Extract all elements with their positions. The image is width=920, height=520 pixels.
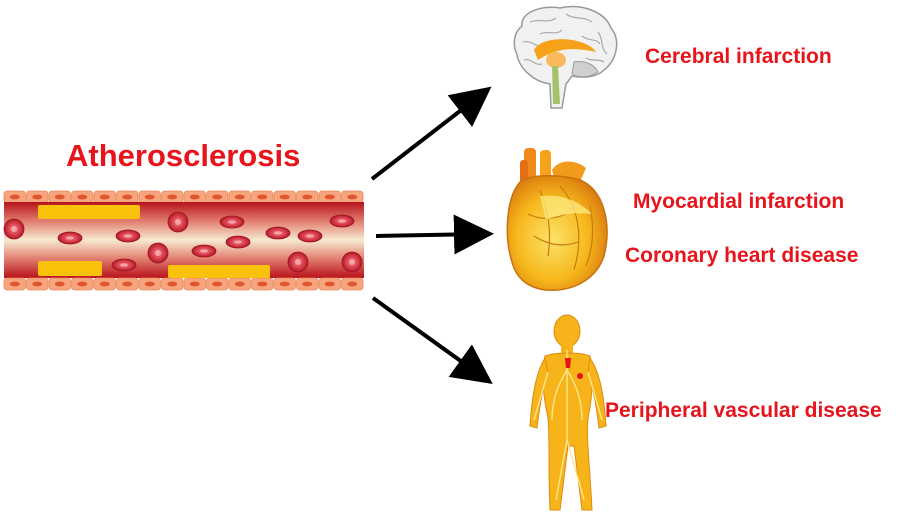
cell-nucleus xyxy=(9,194,20,200)
plaque xyxy=(168,265,270,278)
cell-nucleus xyxy=(347,281,358,287)
cell-nucleus xyxy=(212,194,223,200)
body-icon xyxy=(529,314,607,511)
cell-nucleus xyxy=(302,281,313,287)
cell-nucleus xyxy=(234,281,245,287)
cell-nucleus xyxy=(324,281,335,287)
cell-nucleus xyxy=(279,281,290,287)
red-blood-cell-center xyxy=(66,236,74,240)
cell-nucleus xyxy=(99,194,110,200)
red-blood-cell-center xyxy=(295,259,301,265)
arrow-to-brain xyxy=(370,86,492,181)
red-blood-cell-center xyxy=(11,226,17,232)
vessel-wall-bottom xyxy=(3,277,364,291)
cell-nucleus xyxy=(257,194,268,200)
cell-nucleus xyxy=(32,281,43,287)
red-blood-cell-center xyxy=(200,249,208,253)
red-blood-cell-center xyxy=(155,250,161,256)
arrow-to-heart xyxy=(375,214,494,255)
arrow-to-body xyxy=(371,296,493,384)
red-blood-cell-center xyxy=(349,259,355,265)
plaque xyxy=(38,261,102,276)
vessel-wall-top xyxy=(3,190,364,204)
red-blood-cell-center xyxy=(274,231,282,235)
red-blood-cell-center xyxy=(306,234,314,238)
cell-nucleus xyxy=(189,281,200,287)
red-blood-cell-center xyxy=(124,234,132,238)
cell-nucleus xyxy=(302,194,313,200)
diagram-title: Atherosclerosis xyxy=(66,138,301,173)
cell-nucleus xyxy=(122,194,133,200)
cell-nucleus xyxy=(77,281,88,287)
cell-nucleus xyxy=(122,281,133,287)
cell-nucleus xyxy=(9,281,20,287)
cell-nucleus xyxy=(144,194,155,200)
red-blood-cell-center xyxy=(228,220,236,224)
red-blood-cell-center xyxy=(175,219,181,225)
cell-nucleus xyxy=(77,194,88,200)
cell-nucleus xyxy=(257,281,268,287)
cell-nucleus xyxy=(279,194,290,200)
plaque xyxy=(38,205,140,219)
label-myocardial-infarction: Myocardial infarction xyxy=(633,190,845,213)
cell-nucleus xyxy=(144,281,155,287)
blood-vessel xyxy=(3,190,364,291)
cell-nucleus xyxy=(347,194,358,200)
label-cerebral-infarction: Cerebral infarction xyxy=(645,45,832,68)
heart-icon xyxy=(506,148,608,291)
cell-nucleus xyxy=(167,194,178,200)
label-coronary-heart-disease: Coronary heart disease xyxy=(625,244,859,267)
cell-nucleus xyxy=(167,281,178,287)
brain-icon xyxy=(513,5,618,109)
cell-nucleus xyxy=(99,281,110,287)
cell-nucleus xyxy=(189,194,200,200)
label-peripheral-vascular-disease: Peripheral vascular disease xyxy=(605,399,882,422)
red-blood-cell-center xyxy=(234,240,242,244)
cell-nucleus xyxy=(54,194,65,200)
cell-nucleus xyxy=(32,194,43,200)
red-blood-cell-center xyxy=(120,263,128,267)
cell-nucleus xyxy=(212,281,223,287)
cell-nucleus xyxy=(324,194,335,200)
cell-nucleus xyxy=(54,281,65,287)
blood-cells xyxy=(3,211,363,273)
red-blood-cell-center xyxy=(338,219,346,223)
cell-nucleus xyxy=(234,194,245,200)
